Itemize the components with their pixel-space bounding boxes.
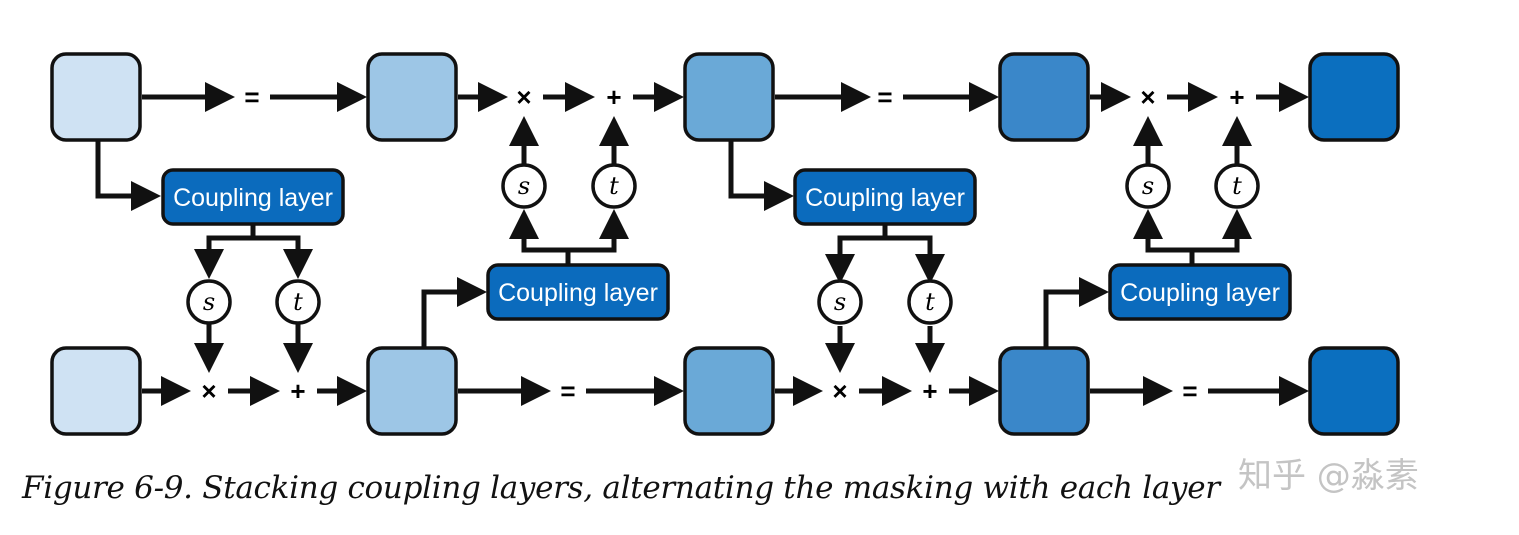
arrow-to-coupling-2 — [421, 277, 487, 348]
t-circle-4-label: t — [1232, 172, 1242, 200]
s-circle-4 — [1125, 163, 1171, 209]
arrow-coupling-4-t — [1192, 209, 1252, 253]
coupling-layer-1 — [161, 168, 345, 226]
arrow-coupling-1-t — [253, 235, 313, 279]
coupling-layer-1-label: Coupling layer — [173, 184, 333, 212]
arrows — [95, 82, 1309, 406]
op-multiply-bot-2: × — [832, 376, 847, 406]
top-box-2 — [366, 52, 458, 142]
s-circle-1-label: s — [203, 288, 215, 316]
coupling-layer-4 — [1108, 263, 1292, 321]
op-equal-bot-1: = — [560, 376, 575, 406]
bottom-box-1 — [50, 346, 142, 436]
arrow-coupling-3-s — [825, 224, 888, 284]
s-circle-3 — [817, 279, 863, 325]
arrow-coupling-1-s — [194, 224, 256, 279]
t-circle-2-label: t — [609, 172, 619, 200]
s-circle-1 — [186, 279, 232, 325]
coupling-layer-3 — [793, 168, 977, 226]
s-circle-2-label: s — [518, 172, 530, 200]
watermark: 知乎 @淼素 — [1238, 456, 1419, 496]
op-equal-top-1: = — [244, 82, 259, 112]
arrow-coupling-3-t — [885, 235, 945, 284]
arrow-to-coupling-3 — [728, 140, 794, 211]
t-circle-4 — [1214, 163, 1260, 209]
t-circle-3-label: t — [925, 288, 935, 316]
coupling-layer-4-label: Coupling layer — [1120, 279, 1280, 307]
op-multiply-top-2: × — [1140, 82, 1155, 112]
op-add-bot-1: + — [290, 376, 305, 406]
s-circle-2 — [501, 163, 547, 209]
s-circle-4-label: s — [1142, 172, 1154, 200]
op-add-top-1: + — [606, 82, 621, 112]
bottom-box-5 — [1308, 346, 1400, 436]
coupling-layer-2-label: Coupling layer — [498, 279, 658, 307]
op-equal-bot-2: = — [1182, 376, 1197, 406]
bottom-box-3 — [683, 346, 775, 436]
op-multiply-bot-1: × — [201, 376, 216, 406]
op-add-top-2: + — [1229, 82, 1244, 112]
coupling-layer-3-label: Coupling layer — [805, 184, 965, 212]
t-circle-2 — [591, 163, 637, 209]
t-circle-3 — [907, 279, 953, 325]
s-circle-3-label: s — [834, 288, 846, 316]
arrow-to-coupling-1 — [95, 140, 161, 211]
t-circle-1-label: t — [293, 288, 303, 316]
op-add-bot-2: + — [922, 376, 937, 406]
op-equal-top-2: = — [877, 82, 892, 112]
top-box-5 — [1308, 52, 1400, 142]
coupling-layer-2 — [486, 263, 670, 321]
arrow-coupling-2-t — [568, 209, 629, 253]
top-box-4 — [998, 52, 1090, 142]
arrow-coupling-4-s — [1133, 209, 1195, 265]
top-box-3 — [683, 52, 775, 142]
arrow-to-coupling-4 — [1043, 277, 1109, 348]
bottom-box-2 — [366, 346, 458, 436]
figure-caption: Figure 6-9. Stacking coupling layers, al… — [22, 470, 1220, 506]
t-circle-1 — [275, 279, 321, 325]
arrow-coupling-2-s — [509, 209, 571, 265]
bottom-box-4 — [998, 346, 1090, 436]
top-box-1 — [50, 52, 142, 142]
op-multiply-top-1: × — [516, 82, 531, 112]
